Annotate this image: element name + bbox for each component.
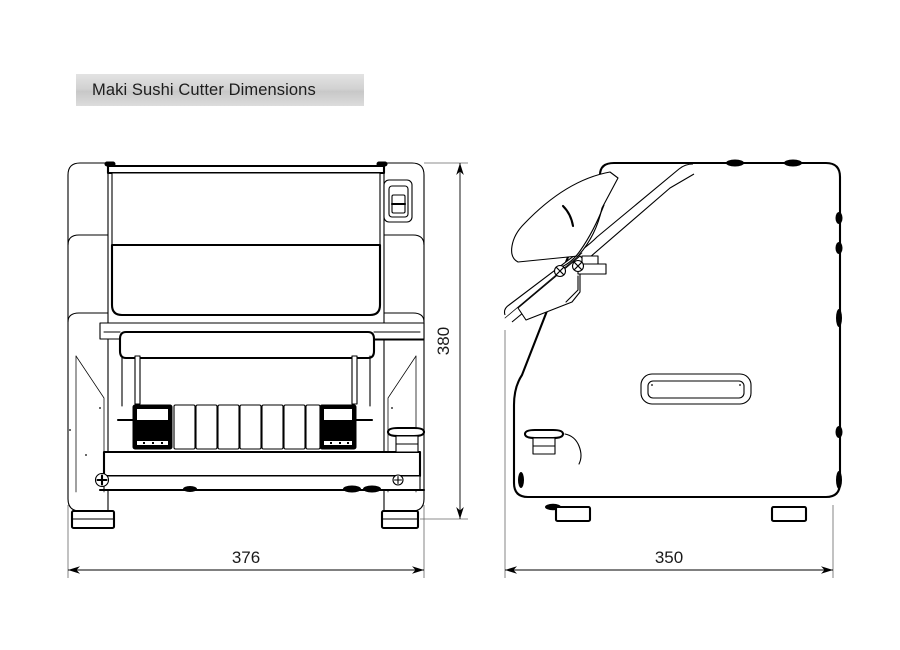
dimension-label-depth: 350 xyxy=(655,548,683,567)
side-infeed-chute xyxy=(503,163,695,323)
power-switch[interactable] xyxy=(383,179,413,223)
dimension-width-376: 376 xyxy=(67,505,425,578)
side-view xyxy=(503,159,843,523)
front-hopper-face xyxy=(110,243,382,317)
chute-screw-1 xyxy=(571,259,585,273)
blade-comb-assembly xyxy=(116,404,374,450)
front-cross-bar xyxy=(99,322,425,407)
side-feet xyxy=(554,505,808,523)
side-body-shell xyxy=(512,161,842,499)
front-top-lid xyxy=(104,161,388,246)
screw-head-left xyxy=(94,472,110,488)
side-handle[interactable] xyxy=(640,373,752,405)
screw-head-right xyxy=(392,474,404,486)
side-edge-tabs xyxy=(835,212,843,489)
page-title: Maki Sushi Cutter Dimensions xyxy=(92,80,316,99)
side-adjustment-knob[interactable] xyxy=(523,428,582,465)
front-adjustment-knob[interactable] xyxy=(386,426,426,453)
title-banner: Maki Sushi Cutter Dimensions xyxy=(76,74,364,106)
side-left-tab xyxy=(518,472,524,488)
chute-screw-2 xyxy=(553,264,567,278)
dimension-height-380: 380 xyxy=(420,162,468,520)
front-view xyxy=(67,161,426,530)
front-fixing-screws xyxy=(94,472,404,488)
front-bottom-bumps xyxy=(183,485,381,493)
dimension-label-width: 376 xyxy=(232,548,260,567)
dimension-depth-350: 350 xyxy=(504,330,834,578)
front-feet xyxy=(70,509,420,530)
side-top-tabs xyxy=(726,159,802,167)
dimension-label-height: 380 xyxy=(434,327,453,355)
front-lower-body xyxy=(98,450,426,492)
